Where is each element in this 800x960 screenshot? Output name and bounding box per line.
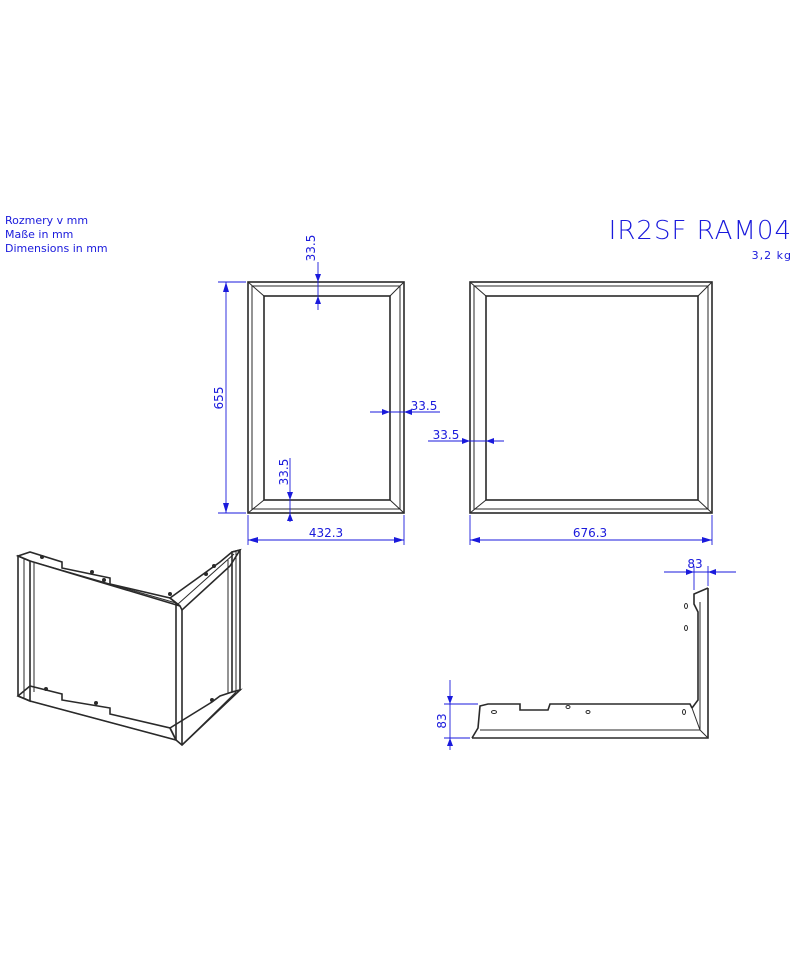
- border-top-dimension: 33.5: [304, 235, 321, 310]
- border-bottom-label: 33.5: [277, 459, 291, 486]
- front-height-dimension: 655: [212, 281, 246, 514]
- border-right-dimension: 33.5: [370, 399, 440, 415]
- part-code: IR2SF RAM04: [609, 216, 792, 246]
- profile-left-dimension: 83: [435, 680, 478, 750]
- units-note-de: Maße in mm: [5, 228, 73, 241]
- front-width-label: 432.3: [309, 526, 343, 540]
- front-width-dimension: 432.3: [247, 515, 405, 545]
- profile-top-dimension: 83: [664, 557, 736, 590]
- profile-top-label: 83: [687, 557, 702, 571]
- side-width-label: 676.3: [573, 526, 607, 540]
- border-top-label: 33.5: [304, 235, 318, 262]
- isometric-view: [15, 548, 243, 747]
- side-view: [469, 281, 713, 514]
- part-weight: 3,2 kg: [752, 249, 792, 262]
- border-side-dimension: 33.5: [428, 428, 504, 444]
- units-note-en: Dimensions in mm: [5, 242, 108, 255]
- profile-view: [471, 587, 709, 739]
- front-height-label: 655: [212, 387, 226, 410]
- units-note-cz: Rozmery v mm: [5, 214, 88, 227]
- border-side-label: 33.5: [433, 428, 460, 442]
- border-bottom-dimension: 33.5: [277, 458, 293, 522]
- profile-left-label: 83: [435, 713, 449, 728]
- border-right-label: 33.5: [411, 399, 438, 413]
- side-width-dimension: 676.3: [469, 515, 713, 545]
- front-view: [247, 281, 405, 514]
